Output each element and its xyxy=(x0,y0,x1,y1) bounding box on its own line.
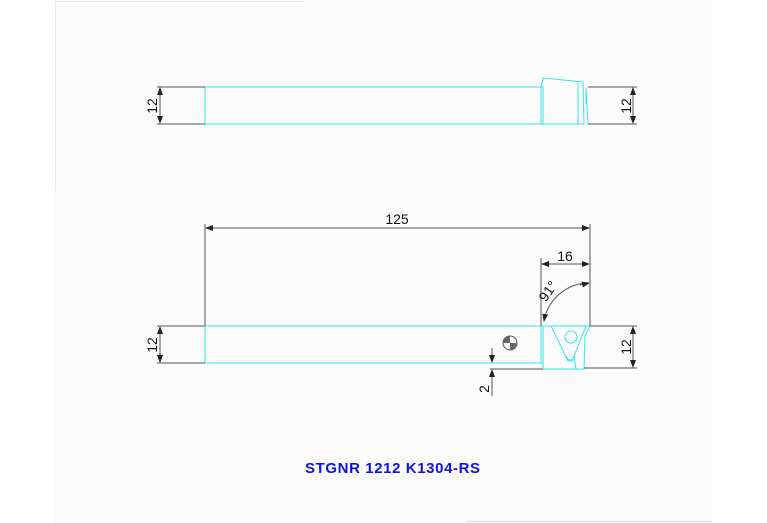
top-view-dim-left xyxy=(157,86,205,125)
top-view-dim-right-text: 12 xyxy=(618,98,634,114)
side-view-dim-right xyxy=(584,325,637,369)
side-view-dim-offset xyxy=(489,348,543,396)
side-view-tool-body xyxy=(204,325,591,370)
side-view-dim-head-text: 16 xyxy=(557,248,573,264)
side-view: 125 16 91° 12 12 xyxy=(144,211,637,396)
screw-center-mark-icon xyxy=(502,335,518,351)
top-view: 12 12 xyxy=(144,77,637,125)
sheet-edge-top xyxy=(55,1,303,2)
side-view-dim-angle-text: 91° xyxy=(535,278,560,305)
sheet-edge-left xyxy=(55,1,56,191)
top-view-dim-left-text: 12 xyxy=(144,98,160,114)
side-view-dim-offset-text: 2 xyxy=(476,385,492,393)
top-view-tool-body xyxy=(204,77,589,125)
side-view-dim-head xyxy=(540,258,590,326)
side-view-dim-left xyxy=(157,325,205,364)
sheet-edge-bottom xyxy=(467,521,712,522)
side-view-dim-angle xyxy=(542,281,590,322)
side-view-dim-left-text: 12 xyxy=(144,337,160,353)
side-view-dim-length-text: 125 xyxy=(385,211,409,227)
top-view-dim-right xyxy=(588,86,637,125)
part-number-label: STGNR 1212 K1304-RS xyxy=(305,460,481,477)
side-view-dim-length xyxy=(204,224,591,326)
side-view-dim-right-text: 12 xyxy=(618,339,634,355)
